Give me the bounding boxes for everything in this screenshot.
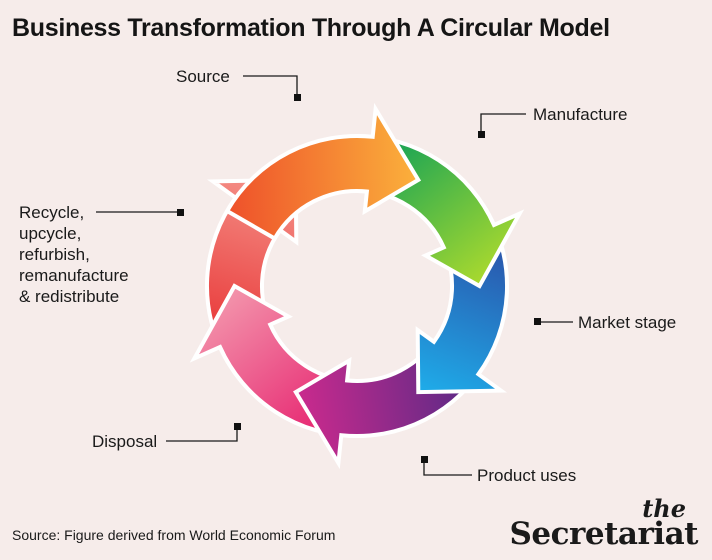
page-title: Business Transformation Through A Circul… <box>12 14 610 42</box>
product-uses-leader-line <box>423 460 472 476</box>
recycle-line: upcycle, <box>19 224 82 243</box>
logo-the: the <box>642 494 686 523</box>
stage-label-market-stage: Market stage <box>578 313 677 332</box>
recycle-line: remanufacture <box>19 266 129 285</box>
stage-label-manufacture: Manufacture <box>533 105 628 124</box>
recycle-line: Recycle, <box>19 203 85 222</box>
recycle-line: & redistribute <box>19 287 120 306</box>
recycle-marker <box>177 209 184 216</box>
stage-label-product-uses: Product uses <box>477 466 577 485</box>
market-stage-marker <box>534 318 541 325</box>
disposal-leader-line <box>166 426 238 442</box>
manufacture-marker <box>478 131 485 138</box>
disposal-marker <box>234 423 241 430</box>
source-leader-line <box>243 75 298 97</box>
logo-name: Secretariat <box>509 516 699 552</box>
manufacture-leader-line <box>480 113 526 134</box>
source-note: Source: Figure derived from World Econom… <box>12 527 336 543</box>
product-uses-marker <box>421 456 428 463</box>
source-marker <box>294 94 301 101</box>
recycle-line: refurbish, <box>19 245 90 264</box>
source-arrow <box>224 102 422 242</box>
stage-label-recycle: Recycle, upcycle, refurbish, remanufactu… <box>19 202 129 307</box>
stage-label-disposal: Disposal <box>92 432 158 451</box>
publisher-logo: the Secretariat <box>509 494 699 552</box>
stage-label-source: Source <box>176 67 230 86</box>
